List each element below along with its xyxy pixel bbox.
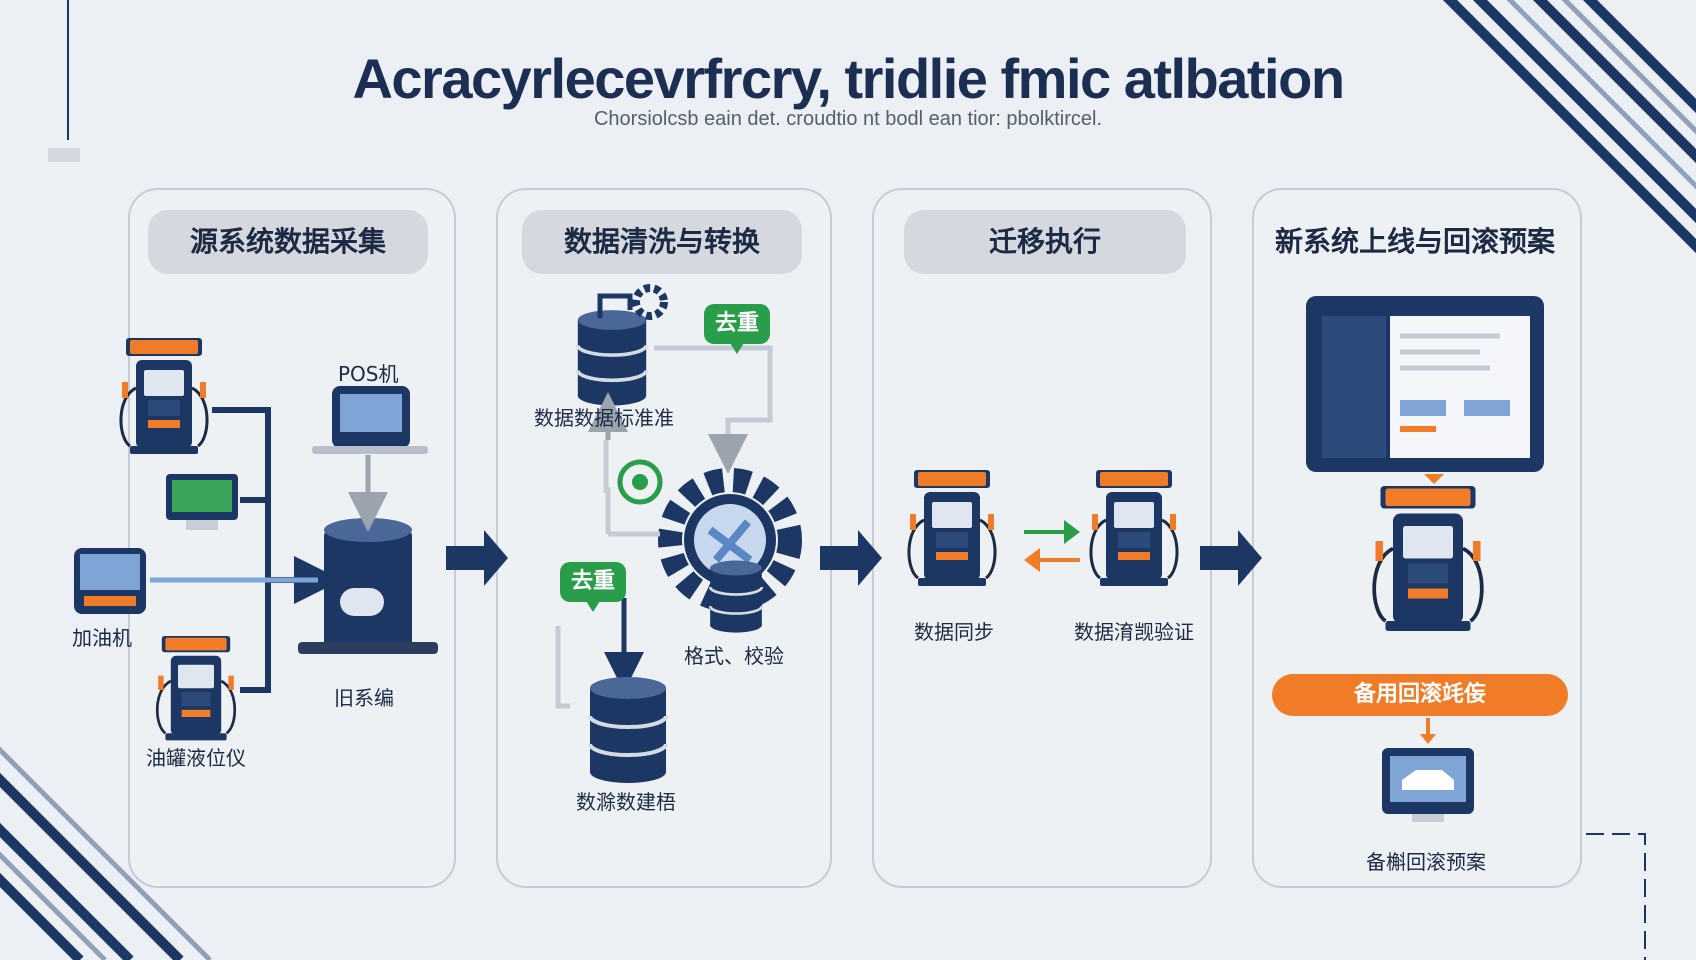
label-legacy: 旧系编 [334,686,394,710]
label-verify: 数据淯觊验证 [1074,620,1194,644]
database-icon [298,518,438,654]
pos-terminal-icon [312,386,428,454]
fuel-dispenser-icon [1089,468,1179,588]
dashboard-monitor-icon [1306,296,1544,472]
database-icon [588,675,668,785]
stage-title-clean: 数据清洗与转换 [522,210,802,274]
arrow-right-icon [446,530,508,586]
label-pos: POS机 [338,362,399,386]
stage-title-migrate: 迁移执行 [904,210,1186,274]
stage-title-source: 源系统数据采集 [148,210,428,274]
gear-icon [632,284,668,320]
fuel-dispenser-icon [155,634,237,742]
label-format: 格式、校验 [684,644,784,668]
pos-terminal-icon [74,548,146,614]
sync-arrows-icon [1024,520,1080,572]
label-tank: 油罐液位仪 [146,746,246,770]
fuel-dispenser-icon [907,468,997,588]
database-icon [575,308,649,408]
monitor-icon [166,474,238,530]
page-title: Acracyrlecevrfrcry, tridlie fmic atlbati… [352,47,1345,110]
gear-icon [658,468,802,612]
car-monitor-icon [1382,748,1474,822]
page-subtitle: Chorsiolcsb eain det. croudtio nt bodl e… [593,108,1103,130]
sync-icon [617,459,663,505]
stage-title-launch: 新系统上线与回滚预案 [1274,225,1555,258]
label-build: 数滁数建梧 [576,790,676,814]
arrow-right-icon [1200,530,1262,586]
arrow-right-icon [820,530,882,586]
fuel-dispenser-icon [1372,484,1484,633]
label-rollback: 备槲回滚预案 [1366,850,1486,874]
dedup-badge: 去重 [704,304,770,354]
database-icon [708,559,764,634]
fuel-dispenser-icon [119,336,209,456]
label-dispenser: 加油机 [72,626,132,650]
label-standardize: 数据数据标准准 [534,406,674,430]
dedup-badge: 去重 [560,562,626,612]
label-sync: 数据同步 [914,620,994,644]
backup-bar: 备用回滚竓侫 [1272,674,1568,716]
